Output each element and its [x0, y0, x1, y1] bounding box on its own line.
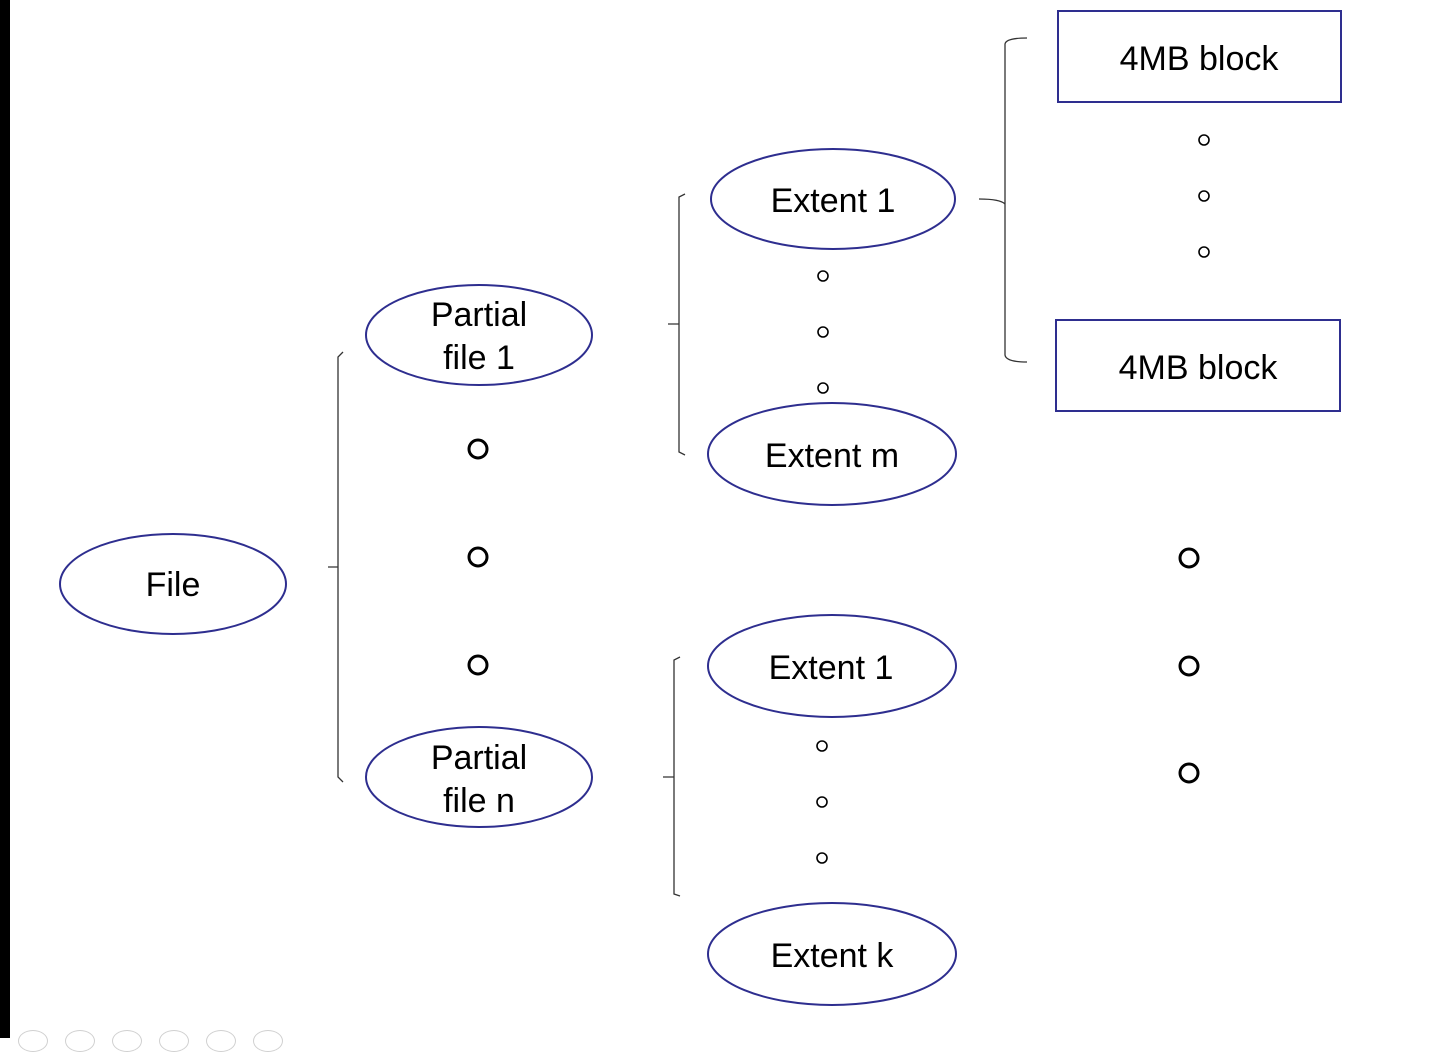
ellipsis-dot	[1178, 655, 1200, 677]
page-left-edge	[0, 0, 10, 1038]
ellipsis-dot	[1178, 547, 1200, 569]
node-extent-1-of-partial-1-shape	[710, 148, 956, 250]
bracket-partial-n-to-extents	[663, 656, 681, 897]
node-extent-m-label: Extent m	[765, 437, 899, 475]
bracket-extent-to-blocks	[978, 37, 1028, 363]
thumbnail-circle[interactable]	[112, 1030, 142, 1052]
ellipsis-dot	[1178, 762, 1200, 784]
node-extent-1-of-partial-n-shape	[707, 614, 957, 718]
thumbnail-circle[interactable]	[65, 1030, 95, 1052]
node-file[interactable]: File	[59, 533, 287, 635]
node-partial-file-1[interactable]: Partial file 1	[365, 284, 593, 386]
node-extent-m[interactable]: Extent m	[707, 402, 957, 506]
node-partial-file-n-label-line1: Partial	[431, 739, 527, 777]
node-block-top-shape	[1057, 10, 1342, 103]
ellipsis-dot-small	[817, 382, 829, 394]
slide-thumbnail-strip	[0, 1030, 300, 1052]
node-extent-k[interactable]: Extent k	[707, 902, 957, 1006]
node-block-bottom[interactable]: 4MB block	[1055, 319, 1341, 412]
ellipsis-dot	[467, 546, 489, 568]
node-block-top-label: 4MB block	[1120, 40, 1280, 78]
bracket-file-to-partials	[328, 351, 344, 783]
ellipsis-dot-small	[816, 852, 828, 864]
node-block-top[interactable]: 4MB block	[1057, 10, 1342, 103]
ellipsis-dot	[467, 438, 489, 460]
node-extent-1-of-partial-1-label: Extent 1	[771, 182, 896, 220]
node-extent-m-shape	[707, 402, 957, 506]
ellipsis-dot	[467, 654, 489, 676]
ellipsis-dot-small	[817, 270, 829, 282]
node-extent-1-of-partial-n-label: Extent 1	[769, 649, 894, 687]
thumbnail-circle[interactable]	[159, 1030, 189, 1052]
node-partial-file-n-shape	[365, 726, 593, 828]
node-partial-file-n-label-line2: file n	[443, 782, 515, 820]
ellipsis-dot-small	[1198, 134, 1210, 146]
node-block-bottom-label: 4MB block	[1119, 349, 1279, 387]
ellipsis-dot-small	[816, 740, 828, 752]
node-file-label: File	[146, 566, 201, 604]
node-file-shape	[59, 533, 287, 635]
bracket-partial-1-to-extents	[668, 193, 686, 456]
node-partial-file-n[interactable]: Partial file n	[365, 726, 593, 828]
node-extent-1-of-partial-n[interactable]: Extent 1	[707, 614, 957, 718]
thumbnail-circle[interactable]	[18, 1030, 48, 1052]
node-extent-k-shape	[707, 902, 957, 1006]
node-partial-file-1-label-line1: Partial	[431, 296, 527, 334]
node-partial-file-1-label-line2: file 1	[443, 339, 515, 377]
node-partial-file-1-shape	[365, 284, 593, 386]
node-extent-1-of-partial-1[interactable]: Extent 1	[710, 148, 956, 250]
ellipsis-dot-small	[817, 326, 829, 338]
thumbnail-circle[interactable]	[253, 1030, 283, 1052]
ellipsis-dot-small	[816, 796, 828, 808]
ellipsis-dot-small	[1198, 190, 1210, 202]
thumbnail-circle[interactable]	[206, 1030, 236, 1052]
ellipsis-dot-small	[1198, 246, 1210, 258]
node-extent-k-label: Extent k	[771, 937, 895, 975]
node-block-bottom-shape	[1055, 319, 1341, 412]
